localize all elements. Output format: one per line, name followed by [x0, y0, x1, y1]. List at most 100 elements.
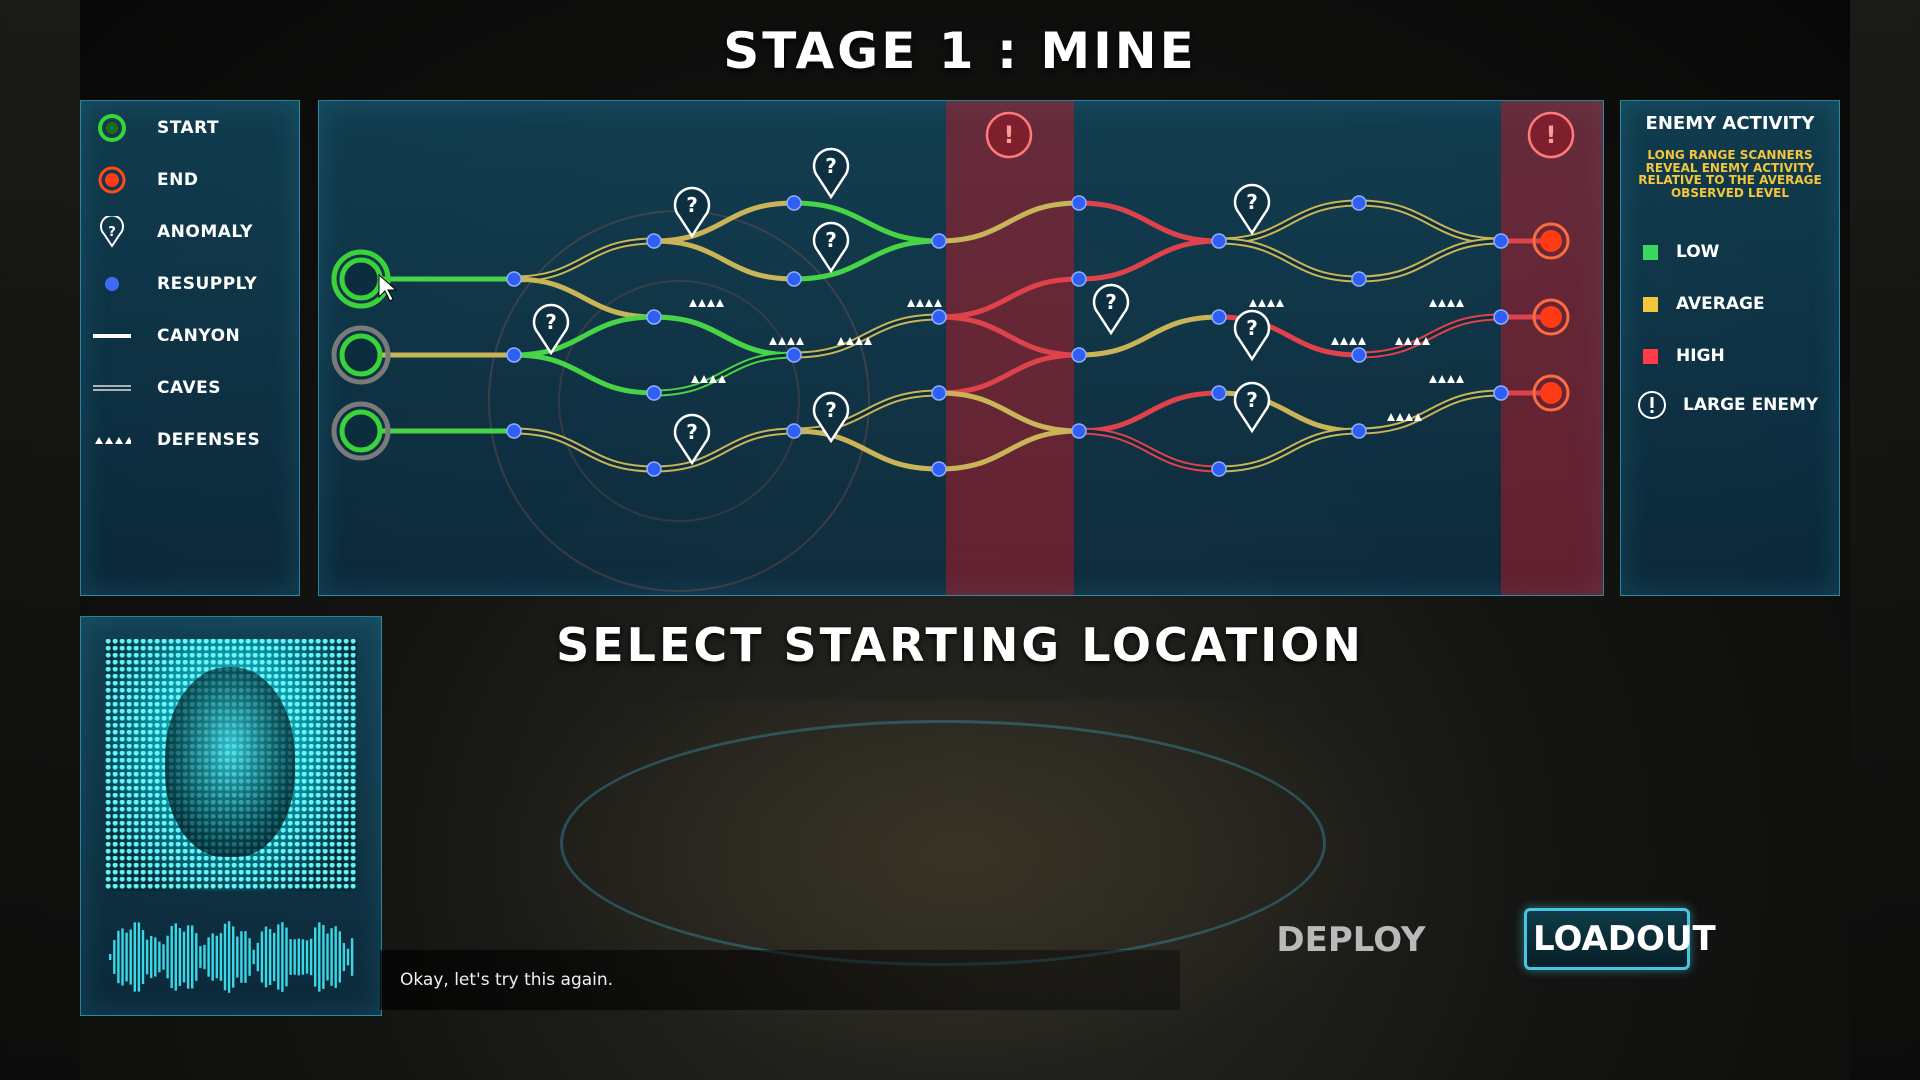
- dialog-subtitle-bar: Okay, let's try this again.: [380, 950, 1180, 1010]
- anomaly-pin: [812, 221, 850, 274]
- anomaly-symbol: ?: [1246, 388, 1258, 412]
- waveform-bar: [326, 933, 329, 981]
- anomaly-marker-icon: ?: [93, 216, 131, 248]
- route-canyon-path: [653, 200, 795, 244]
- anomaly-marker-icon: ?: [1092, 283, 1130, 336]
- waveform-bar: [109, 954, 112, 960]
- resupply-node: [1071, 347, 1087, 363]
- defenses-icon: [1249, 299, 1284, 307]
- anomaly-symbol: ?: [825, 154, 837, 178]
- defense-triangle: [1447, 299, 1455, 307]
- waveform-bar: [285, 927, 288, 987]
- waveform-bar: [346, 948, 350, 966]
- deploy-button[interactable]: DEPLOY: [1266, 914, 1436, 966]
- defense-triangle: [1349, 337, 1357, 345]
- waveform-bar: [125, 932, 128, 982]
- anomaly-symbol: ?: [545, 310, 557, 334]
- activity-level-high: HIGH: [1643, 342, 1725, 370]
- anomaly-symbol: ?: [1246, 190, 1258, 214]
- legend-label: END: [157, 170, 199, 190]
- resupply-node: [506, 347, 522, 363]
- large-enemy-legend: LARGE ENEMY: [1635, 391, 1818, 419]
- defenses-icon: [689, 299, 724, 307]
- defense-triangle: [1429, 375, 1437, 383]
- waveform-bar: [236, 936, 239, 978]
- anomaly-marker-icon: ?: [673, 186, 711, 239]
- waveform-bar: [150, 935, 153, 979]
- legend-item-caves: CAVES: [93, 373, 221, 403]
- route-cave-path-inner: [1218, 239, 1360, 281]
- resupply-node: [1211, 461, 1227, 477]
- waveform-bar: [199, 946, 202, 968]
- defense-triangle: [1395, 337, 1403, 345]
- anomaly-symbol: ?: [1105, 290, 1117, 314]
- waveform-bar: [178, 928, 182, 986]
- defense-triangle: [691, 375, 699, 383]
- waveform-bar: [248, 938, 251, 976]
- defense-triangle: [1267, 299, 1275, 307]
- start-node-ring: [339, 409, 383, 453]
- defenses-icon: [907, 299, 942, 307]
- defense-triangle: [916, 299, 924, 307]
- defense-triangle: [1405, 413, 1413, 421]
- select-starting-location-heading: SELECT STARTING LOCATION: [556, 618, 1364, 672]
- waveform-bar: [305, 940, 309, 974]
- speaker-portrait: [105, 639, 357, 891]
- route-cave-path-inner: [513, 239, 655, 281]
- resupply-node: [1351, 423, 1367, 439]
- enemy-activity-description: LONG RANGE SCANNERS REVEAL ENEMY ACTIVIT…: [1638, 148, 1822, 200]
- route-cave-path-inner: [1358, 201, 1502, 243]
- defense-triangle: [1438, 299, 1446, 307]
- waveform-bar: [186, 925, 190, 989]
- waveform-bar: [309, 938, 313, 976]
- resupply-node: [1211, 309, 1227, 325]
- resupply-node: [1071, 195, 1087, 211]
- route-cave-path-inner: [513, 429, 655, 471]
- legend-label: DEFENSES: [157, 430, 261, 450]
- start-node-3[interactable]: [331, 401, 391, 461]
- route-canyon-path: [938, 352, 1080, 396]
- resupply-node: [1493, 233, 1509, 249]
- waveform-bar: [191, 925, 194, 989]
- waveform-bar: [281, 922, 284, 992]
- defense-triangle: [716, 299, 724, 307]
- route-map-canvas: ??????????!!: [331, 101, 1603, 595]
- canyon-line-icon: [93, 321, 131, 351]
- resupply-node: [786, 271, 802, 287]
- anomaly-pin: [812, 391, 850, 444]
- loadout-button[interactable]: LOADOUT: [1524, 908, 1716, 970]
- defenses-icon: [1395, 337, 1430, 345]
- anomaly-pin: [1233, 381, 1271, 434]
- defense-triangle: [707, 299, 715, 307]
- anomaly-marker-icon: ?: [1233, 183, 1271, 236]
- anomaly-marker-icon: ?: [812, 221, 850, 274]
- waveform-bar: [219, 933, 223, 981]
- activity-level-average: AVERAGE: [1643, 290, 1765, 318]
- defenses-icon: [1429, 299, 1464, 307]
- route-canyon-path: [653, 314, 795, 358]
- background-pillar: [0, 0, 80, 1080]
- waveform-bar: [145, 939, 149, 975]
- defense-triangle: [689, 299, 697, 307]
- legend-item-start: START: [93, 113, 219, 143]
- end-node: [1540, 230, 1562, 252]
- resupply-node: [931, 309, 947, 325]
- waveform-bar: [264, 926, 268, 988]
- waveform-bar: [273, 932, 276, 982]
- resupply-node: [931, 461, 947, 477]
- defenses-icon: [837, 337, 872, 345]
- start-node-2[interactable]: [331, 325, 391, 385]
- resupply-node: [931, 233, 947, 249]
- waveform-bar: [342, 943, 346, 971]
- route-cave-path-inner: [1358, 391, 1502, 433]
- route-canyon-path: [938, 276, 1080, 320]
- defense-triangle: [769, 337, 777, 345]
- defense-triangle: [700, 375, 708, 383]
- start-node-ring: [339, 257, 383, 301]
- legend-item-defenses: DEFENSES: [93, 425, 260, 455]
- anomaly-symbol: ?: [825, 228, 837, 252]
- waveform-bar: [232, 926, 235, 988]
- defense-triangle: [925, 299, 933, 307]
- large-enemy-icon: !: [1527, 111, 1575, 159]
- waveform-bar: [289, 939, 292, 975]
